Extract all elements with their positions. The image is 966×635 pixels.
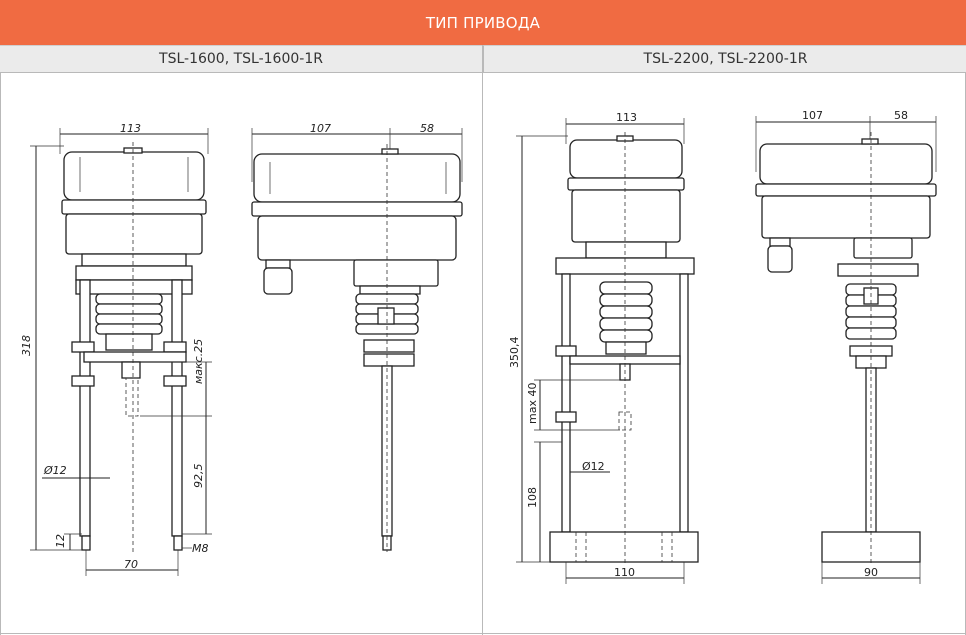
dim-2200-base-width: 110	[614, 566, 635, 579]
dim-1600-side-offset: 58	[420, 122, 434, 135]
dim-1600-rod-diameter: Ø12	[43, 464, 67, 477]
column-header-tsl2200: TSL-2200, TSL-2200-1R	[483, 45, 966, 73]
frame-bottom	[0, 633, 966, 634]
dim-2200-stroke: max 40	[526, 383, 539, 424]
dim-1600-side-width: 107	[310, 122, 331, 135]
tsl2200-side-view: 107 58	[755, 109, 937, 584]
dim-2200-height: 350,4	[508, 337, 521, 369]
dim-1600-stem-length: 92,5	[192, 464, 205, 489]
column-header-tsl1600: TSL-1600, TSL-1600-1R	[0, 45, 482, 73]
dim-2200-front-width: 113	[616, 111, 637, 124]
dim-1600-thread-length: 12	[54, 534, 67, 548]
tsl1600-side-view: 107 58	[251, 122, 463, 552]
tsl1600-front-view: 113	[20, 122, 212, 576]
dim-1600-rod-spacing: 70	[124, 558, 138, 571]
dim-2200-base-height: 108	[526, 487, 539, 508]
dim-1600-front-width: 113	[120, 122, 141, 135]
dim-2200-base-width-side: 90	[864, 566, 878, 579]
dim-1600-thread: M8	[192, 542, 209, 555]
column-divider	[482, 45, 483, 635]
dim-2200-rod-diameter: Ø12	[582, 460, 605, 473]
dim-2200-side-offset: 58	[894, 109, 908, 122]
frame-left	[0, 72, 1, 635]
tsl2200-front-view: 113	[508, 111, 699, 584]
technical-drawing: 113	[20, 109, 937, 584]
dim-2200-side-width: 107	[802, 109, 823, 122]
dim-1600-stroke: макс.25	[192, 339, 205, 384]
dim-1600-height: 318	[20, 335, 33, 356]
section-title: ТИП ПРИВОДА	[0, 0, 966, 45]
